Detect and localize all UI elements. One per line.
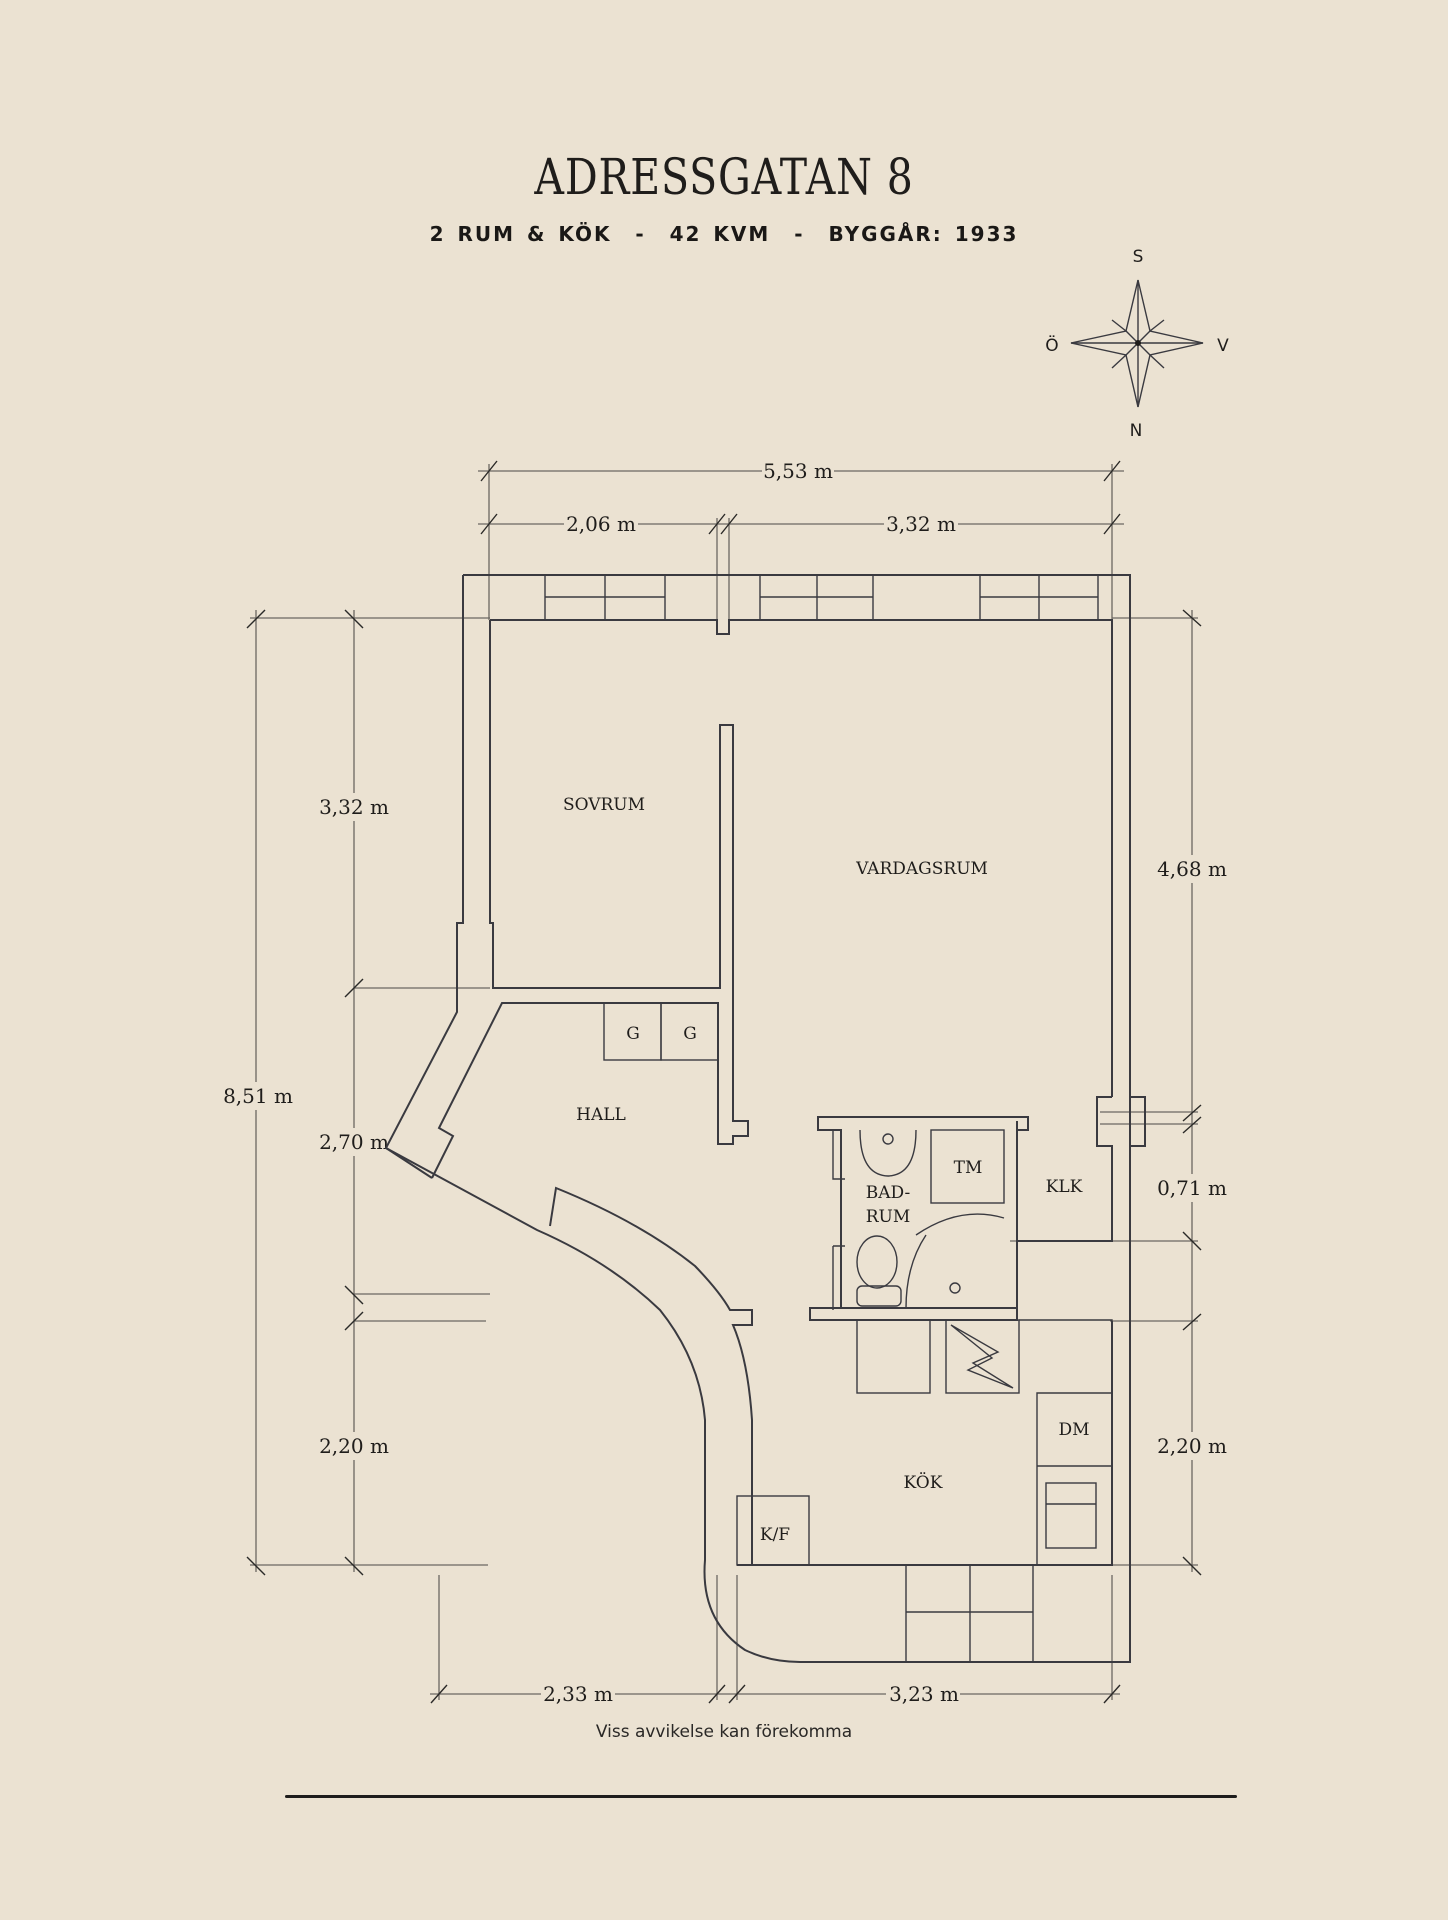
- compass-north-label: N: [1130, 421, 1143, 441]
- bottom-dimensions: 2,33 m 3,23 m: [430, 1575, 1121, 1707]
- dim-right-middle: 0,71 m: [1157, 1176, 1227, 1200]
- top-dimensions: 5,53 m 2,06 m 3,32 m: [478, 458, 1124, 620]
- dishwasher-label: DM: [1058, 1420, 1089, 1440]
- room-label-vardagsrum: VARDAGSRUM: [855, 859, 988, 879]
- dim-right-lower: 2,20 m: [1157, 1434, 1227, 1458]
- footer-divider: [285, 1795, 1237, 1798]
- room-label-kok: KÖK: [904, 1472, 943, 1493]
- kitchen-fixtures: DM K/F: [736, 1319, 1113, 1566]
- bathroom-label-2: RUM: [866, 1207, 911, 1227]
- dim-top-total: 5,53 m: [763, 459, 833, 483]
- dim-left-middle: 2,70 m: [319, 1130, 389, 1154]
- property-summary: 2 RUM & KÖK - 42 KVM - BYGGÅR: 1933: [429, 222, 1019, 246]
- fridge-freezer-label: K/F: [760, 1525, 790, 1545]
- room-label-klk: KLK: [1046, 1177, 1083, 1197]
- dim-bottom-left: 2,33 m: [543, 1682, 613, 1706]
- dim-left-upper: 3,32 m: [319, 795, 389, 819]
- property-title: ADRESSGATAN 8: [534, 148, 914, 206]
- compass-rose-icon: S N Ö V: [1045, 247, 1229, 441]
- washing-machine-label: TM: [954, 1158, 983, 1178]
- disclaimer-note: Viss avvikelse kan förekomma: [595, 1722, 853, 1742]
- shower-icon: [949, 1282, 961, 1294]
- electric-panel-icon: [950, 1324, 1014, 1389]
- door-swing-icon: [915, 1213, 1005, 1236]
- room-label-hall: HALL: [576, 1105, 626, 1125]
- bathroom-label-1: BAD-: [866, 1183, 910, 1203]
- room-label-sovrum: SOVRUM: [563, 795, 645, 815]
- dim-top-left: 2,06 m: [566, 512, 636, 536]
- walls: [384, 574, 1146, 1663]
- left-dimensions: 8,51 m 3,32 m 2,70 m 2,20 m: [222, 609, 490, 1576]
- right-dimensions: 4,68 m 0,71 m 2,20 m: [1010, 609, 1232, 1576]
- stove-icon: [1045, 1482, 1097, 1549]
- compass-west-label: V: [1217, 336, 1229, 356]
- dim-bottom-right: 3,23 m: [889, 1682, 959, 1706]
- wardrobe-label-2: G: [683, 1024, 697, 1044]
- room-labels: SOVRUM VARDAGSRUM HALL KLK KÖK: [563, 795, 1083, 1493]
- wardrobes: G G: [603, 1002, 719, 1061]
- bathroom: TM BAD- RUM: [809, 1116, 1029, 1321]
- dim-left-total: 8,51 m: [223, 1084, 293, 1108]
- washing-machine: [930, 1129, 1005, 1204]
- compass-east-label: Ö: [1045, 334, 1058, 356]
- compass-south-label: S: [1133, 247, 1144, 267]
- dim-right-upper: 4,68 m: [1157, 857, 1227, 881]
- toilet-icon: [856, 1235, 898, 1289]
- dim-left-lower: 2,20 m: [319, 1434, 389, 1458]
- dim-top-right: 3,32 m: [886, 512, 956, 536]
- sink-icon: [859, 1129, 917, 1177]
- wardrobe-label-1: G: [626, 1024, 640, 1044]
